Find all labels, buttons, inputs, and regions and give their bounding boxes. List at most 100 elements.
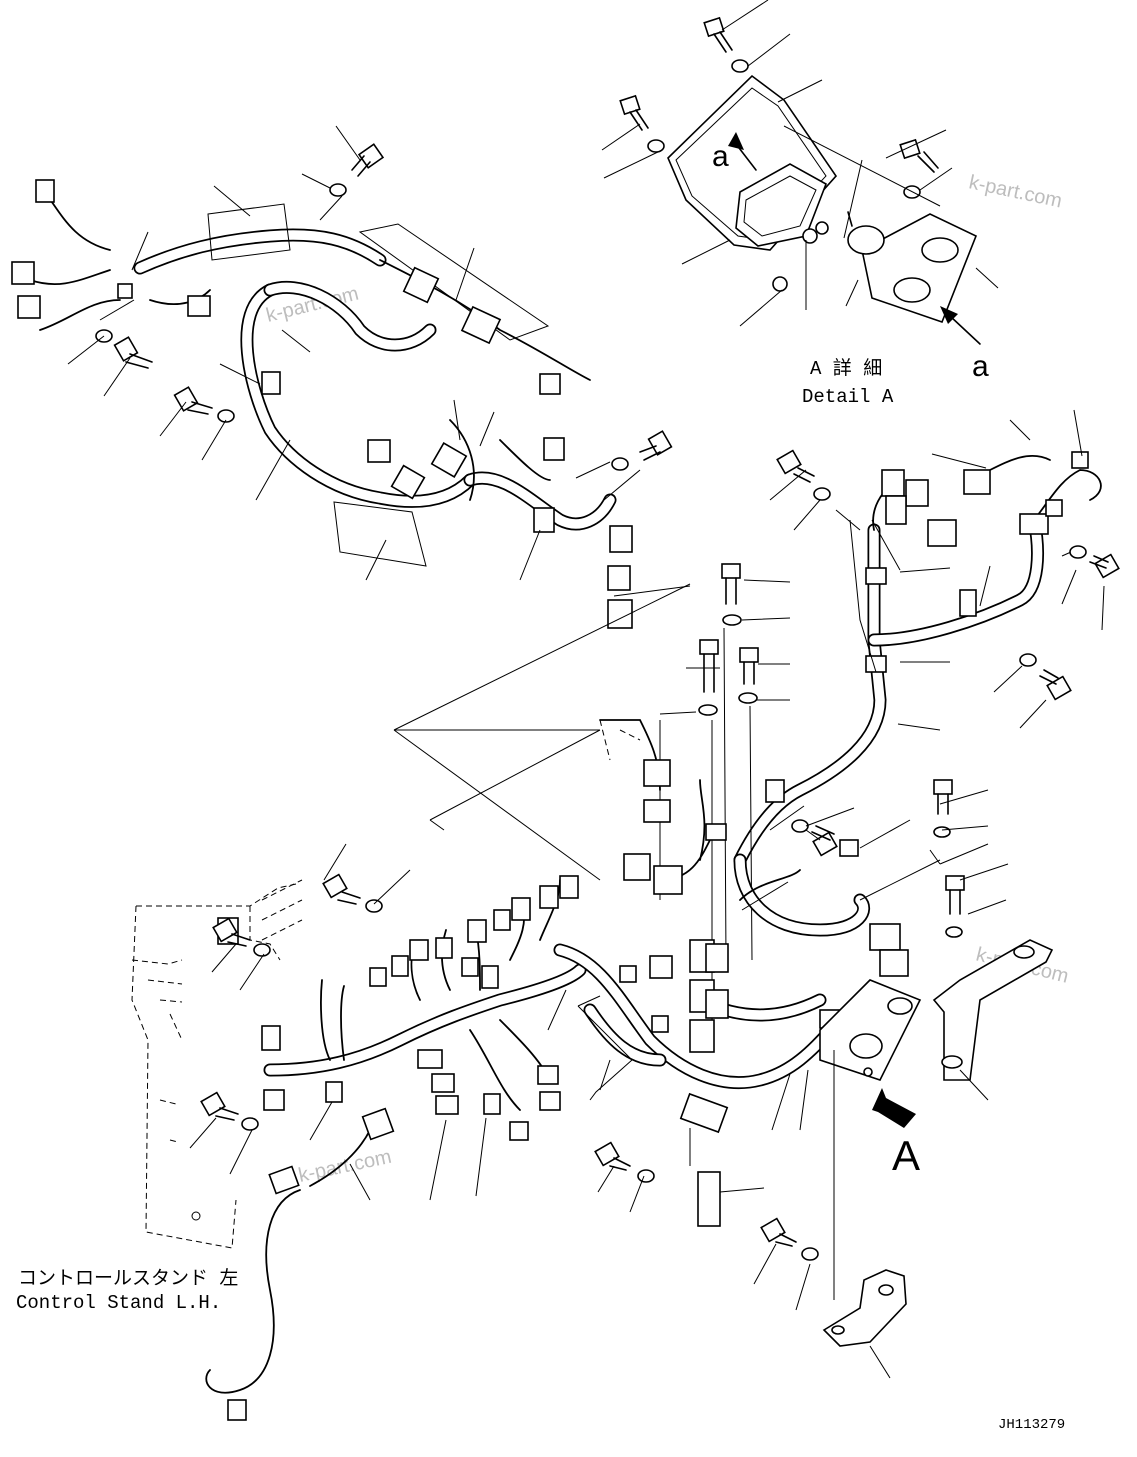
connector [369,967,387,987]
bolt-icon [791,819,859,857]
relay [689,1019,715,1053]
watermark-4: k-part.com [296,1146,393,1187]
connector [367,439,391,463]
connector [879,949,909,977]
connector [869,923,901,951]
connector [35,179,55,203]
bolt-icon [698,639,719,716]
connector [509,1121,529,1141]
connector [905,479,929,507]
bolt-icon [721,563,742,626]
spacer [697,1171,721,1227]
connector [431,1073,455,1093]
bolt-icon [329,143,385,197]
connector [11,261,35,285]
clamp [483,1093,501,1115]
control-stand-label-en: Control Stand L.H. [16,1292,221,1314]
clamp [865,567,887,585]
drawing-number: JH113279 [998,1417,1065,1433]
bolt-icon [1069,545,1120,579]
connector [643,759,671,787]
connector [543,437,565,461]
connector [268,1165,300,1195]
connector [609,525,633,553]
connector [435,1095,459,1115]
bolt-icon [173,386,235,423]
screw-icon [772,221,829,292]
connector [227,1399,247,1421]
arrow-icon [728,132,744,150]
connector [539,373,561,395]
clamp [651,1015,669,1033]
connector [402,266,440,304]
detail-round-switch [847,225,885,255]
connector [607,599,633,629]
connector [927,519,957,547]
connector [261,1025,281,1051]
bolt-icon [200,1091,259,1131]
control-stand-lh: コントロールスタンド 左 Control Stand L.H. [16,879,303,1314]
connector [1045,499,1063,517]
bolt-icon [212,917,271,957]
detail-a-group: a a A 詳 細 Detail A [601,0,999,408]
view-arrow-icon [872,1088,916,1128]
connector [623,853,651,881]
control-stand-label-jp: コントロールスタンド 左 [18,1267,238,1290]
connector [679,1092,729,1134]
connector [649,955,673,979]
bolt-icon [619,94,665,153]
clamp [261,371,281,395]
bolt-icon [594,1141,655,1183]
connector [435,937,453,959]
grommet-plate [819,979,922,1081]
lower-harness: A [189,583,1054,1421]
connector [361,1107,395,1141]
bolt-icon [738,647,759,704]
bolt-icon [1019,653,1072,701]
bolt-icon [611,430,673,471]
clamp [959,589,977,617]
connector [390,464,426,500]
bolt-icon [899,138,939,199]
connector [539,885,559,909]
view-letter-a: A [892,1132,920,1179]
clamp [481,965,499,989]
connector [417,1049,443,1069]
bolt-icon [95,329,153,369]
bolt-icon [776,449,831,501]
arrow-icon [940,306,958,324]
detail-title-en: Detail A [802,386,894,408]
clamp [865,655,887,673]
connector [17,295,41,319]
clamp [533,507,555,533]
connector [409,939,429,961]
bolt-icon [703,16,749,73]
watermark-1: k-part.com [967,171,1064,212]
ref-letter-a-upper: a [712,140,729,173]
upper-harness [11,125,691,629]
clamp [117,283,133,299]
bracket-a [932,939,1054,1081]
connector [607,565,631,591]
connector [460,305,502,345]
clamp [325,1081,343,1103]
connector [963,469,991,495]
connector [263,1089,285,1111]
connector [430,442,468,478]
connector [511,897,531,921]
connector [461,957,479,977]
connector [705,823,727,841]
connector [1071,451,1089,469]
clamp [619,965,637,983]
clamp [765,779,785,803]
connector [391,955,409,977]
relay [705,943,729,973]
connector [467,919,487,943]
right-harness [733,409,1120,867]
relay [705,989,729,1019]
connector [1019,513,1049,535]
connector [559,875,579,899]
connector [643,799,671,823]
